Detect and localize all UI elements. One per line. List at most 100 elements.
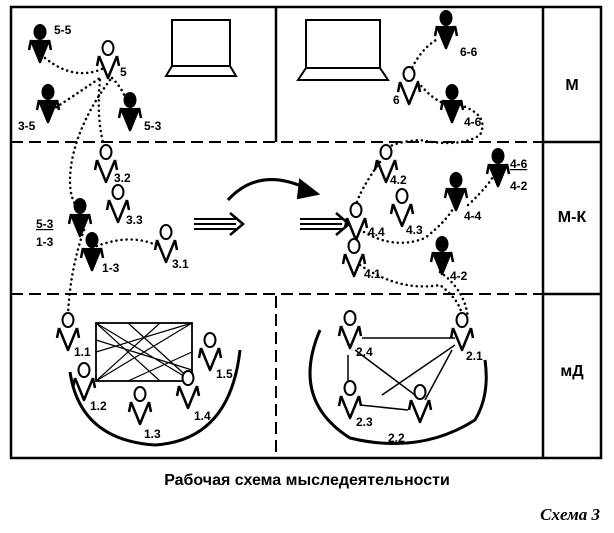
figure-head xyxy=(99,144,113,160)
zone-label-md: мД xyxy=(560,363,584,380)
figure-head xyxy=(413,384,427,400)
outer-frame xyxy=(9,5,603,460)
figure-label: 4.4 xyxy=(368,225,385,239)
figure-label: 3.1 xyxy=(172,257,189,271)
figure-arms xyxy=(93,159,119,171)
figure-head xyxy=(61,312,75,328)
figure-arms xyxy=(389,203,415,215)
extra-labels-layer: 4-21-3 xyxy=(36,179,528,249)
dotted-link-35-5 xyxy=(50,76,102,112)
figure-body xyxy=(451,327,473,352)
participant-figure-f32: 3.2 xyxy=(93,144,131,185)
figure-label: 4-4 xyxy=(464,209,482,223)
figure-arms xyxy=(35,99,61,111)
figure-head xyxy=(159,224,173,240)
figure-label: 1.1 xyxy=(74,345,91,359)
expert-figure-f53b: 5-3 xyxy=(36,198,93,238)
figure-arms xyxy=(117,107,143,119)
figure-body xyxy=(435,25,457,50)
figure-label: 2.2 xyxy=(388,431,405,445)
figure-arms xyxy=(407,399,433,411)
figure-label: 3.2 xyxy=(114,171,131,185)
figure-arms xyxy=(67,213,93,225)
figure-label: 5-3 xyxy=(36,217,54,231)
participant-figure-f5: 5 xyxy=(95,40,127,80)
figure-body xyxy=(441,99,463,124)
figure-arms xyxy=(343,217,369,229)
figure-body xyxy=(345,217,367,242)
md-right-network xyxy=(347,337,456,411)
figure-label: 5-5 xyxy=(54,23,72,37)
figure-head xyxy=(379,144,393,160)
dotted-link-44b-4642 xyxy=(466,166,500,207)
participant-figure-f42: 4.2 xyxy=(373,144,407,187)
figure-head xyxy=(73,198,87,214)
figure-arms xyxy=(373,159,399,171)
figure-head xyxy=(455,312,469,328)
md-left-arc xyxy=(68,349,242,447)
figure-head xyxy=(439,10,453,26)
figure-head xyxy=(395,188,409,204)
figure-arms xyxy=(95,55,121,67)
expert-figure-f4642: 4-6 xyxy=(485,148,528,188)
expert-figure-f46: 4-6 xyxy=(439,84,482,129)
laptop-icon-left xyxy=(164,19,238,77)
figure-head xyxy=(111,184,125,200)
figure-head xyxy=(343,380,357,396)
participant-figure-f24: 2.4 xyxy=(337,310,373,359)
figure-head xyxy=(101,40,115,56)
figure-arms xyxy=(485,163,511,175)
diagram-caption: Рабочая схема мыследеятельности xyxy=(164,472,450,489)
figure-arms xyxy=(337,325,363,337)
figure-head xyxy=(449,172,463,188)
figure-arms xyxy=(439,99,465,111)
expert-figure-f53: 5-3 xyxy=(117,92,162,133)
figure-head xyxy=(181,370,195,386)
figure-arms xyxy=(127,401,153,413)
expert-figure-f55: 5-5 xyxy=(27,23,72,64)
figure-body xyxy=(81,247,103,272)
figure-label: 3-5 xyxy=(18,119,36,133)
figure-arms xyxy=(337,395,363,407)
participant-figure-f31: 3.1 xyxy=(153,224,189,271)
figure-body xyxy=(129,401,151,426)
figure-label: 1.4 xyxy=(194,409,211,423)
figure-body xyxy=(97,55,119,80)
participant-figure-f11: 1.1 xyxy=(55,312,91,359)
md-right-group xyxy=(308,329,488,446)
participant-figure-f13b: 1.3 xyxy=(127,386,161,441)
figure-label: 4-2 xyxy=(450,269,468,283)
figure-head xyxy=(41,84,55,100)
figure-label: 4.3 xyxy=(406,223,423,237)
expert-figure-f4_2: 4-2 xyxy=(429,236,468,283)
participant-figure-f22: 2.2 xyxy=(388,384,433,445)
expert-figure-f66: 6-6 xyxy=(433,10,478,59)
dotted-link-5-32 xyxy=(97,78,107,152)
dotted-link-53b-11 xyxy=(66,228,86,317)
figure-label: 5 xyxy=(120,65,127,79)
expert-figure-f4_4: 4-4 xyxy=(443,172,482,223)
figure-arms xyxy=(153,239,179,251)
figure-body xyxy=(95,159,117,184)
figure-arms xyxy=(175,385,201,397)
figure-head xyxy=(491,148,505,164)
figure-label: 3.3 xyxy=(126,213,143,227)
transition-arrows xyxy=(194,178,351,236)
zone-label-m-k: М-К xyxy=(558,209,587,226)
figure-body xyxy=(37,99,59,124)
figure-head xyxy=(435,236,449,252)
dotted-link-13-31 xyxy=(90,238,160,250)
figure-head xyxy=(33,24,47,40)
figure-head xyxy=(349,202,363,218)
expert-figure-f13: 1-3 xyxy=(79,232,120,275)
figure-body xyxy=(57,327,79,352)
scheme-number: Схема 3 xyxy=(540,505,600,524)
participant-figure-f12: 1.2 xyxy=(71,362,107,413)
figure-body xyxy=(69,213,91,238)
dotted-link-44-44b xyxy=(362,203,457,244)
figure-label: 1-3 xyxy=(102,261,120,275)
figure-head xyxy=(347,238,361,254)
figure-label: 2.1 xyxy=(466,349,483,363)
figure-arms xyxy=(396,81,422,93)
dotted-link-5-53 xyxy=(110,76,130,107)
